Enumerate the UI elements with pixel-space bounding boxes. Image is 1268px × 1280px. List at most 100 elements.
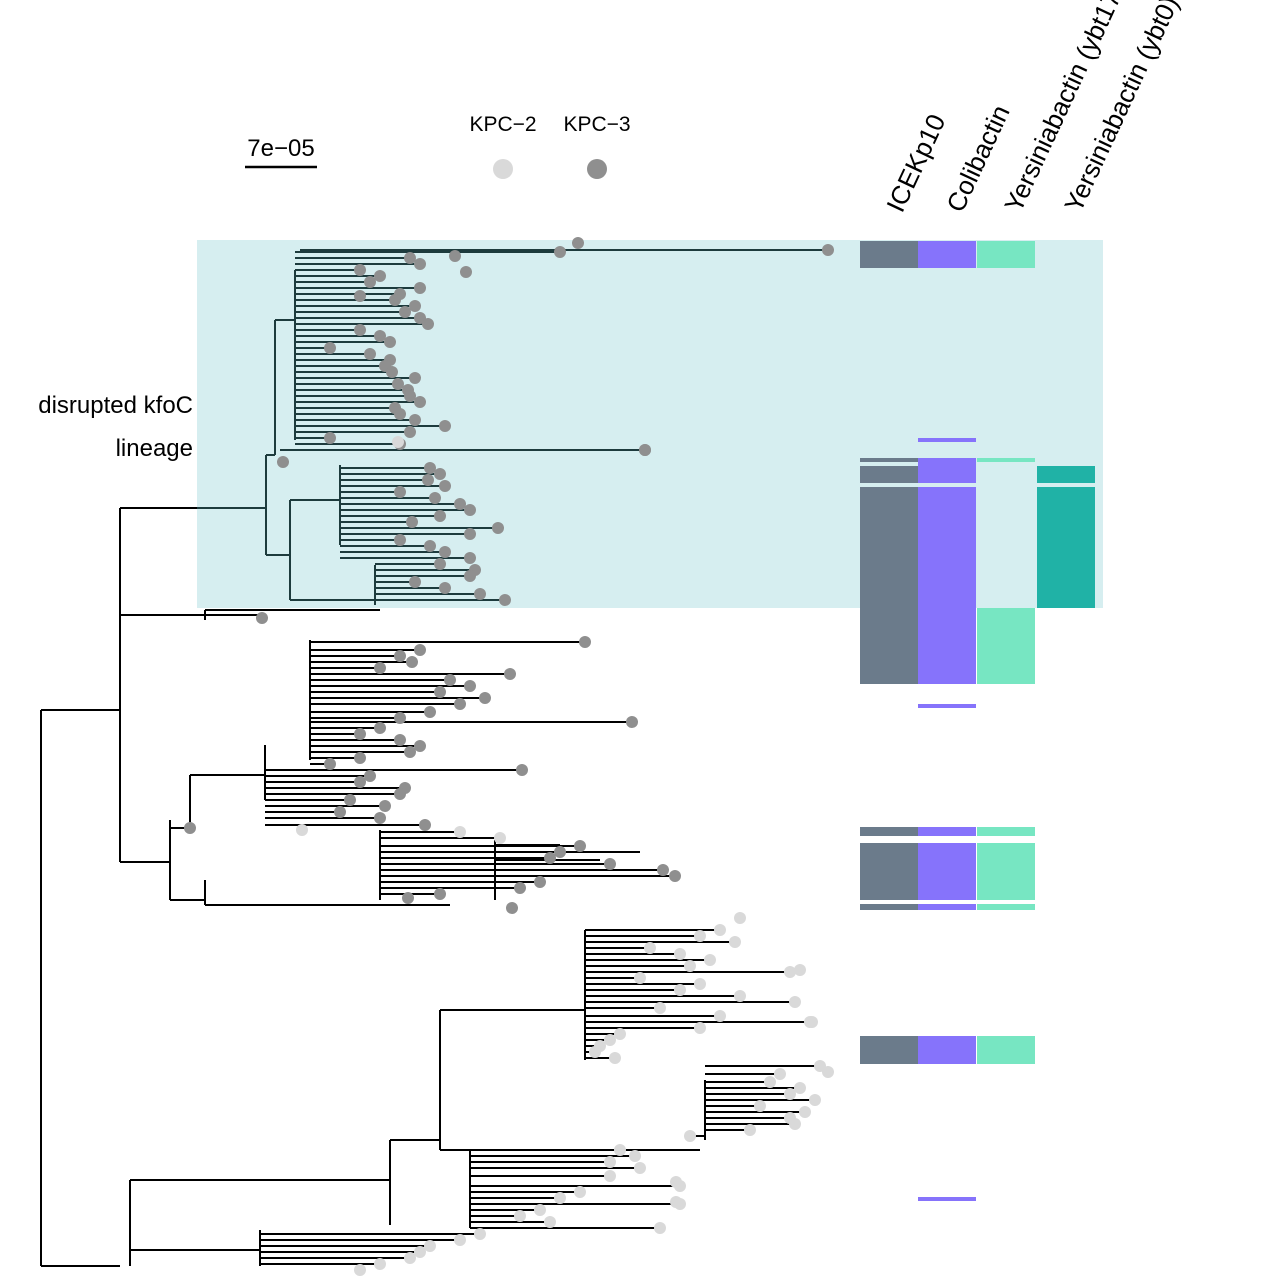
tip-kpc3 — [534, 876, 546, 888]
tip-kpc2 — [714, 924, 726, 936]
tip-kpc3 — [384, 336, 396, 348]
heatmap-cell — [1037, 487, 1095, 608]
tip-kpc3 — [392, 378, 404, 390]
tip-kpc3 — [414, 740, 426, 752]
tip-kpc3 — [406, 516, 418, 528]
tip-kpc3 — [639, 444, 651, 456]
heatmap-cell — [918, 704, 976, 708]
tip-kpc3 — [434, 510, 446, 522]
tip-kpc2 — [392, 436, 404, 448]
tip-kpc2 — [634, 972, 646, 984]
highlight-label-line2: lineage — [116, 435, 193, 462]
tip-kpc2 — [789, 996, 801, 1008]
tip-kpc2 — [670, 1176, 682, 1188]
tip-kpc3 — [419, 819, 431, 831]
tip-kpc3 — [822, 244, 834, 256]
legend-label-kpc3: KPC−3 — [563, 113, 630, 136]
tip-kpc3 — [554, 846, 566, 858]
tip-kpc3 — [374, 330, 386, 342]
tip-kpc3 — [364, 770, 376, 782]
tip-kpc2 — [744, 1124, 756, 1136]
highlight-label: disrupted kfoC lineage — [38, 392, 193, 462]
tip-kpc2 — [734, 990, 746, 1002]
tip-kpc3 — [604, 858, 616, 870]
tip-kpc2 — [454, 826, 466, 838]
tip-kpc2 — [789, 1118, 801, 1130]
tip-kpc2 — [414, 1246, 426, 1258]
tip-kpc3 — [374, 722, 386, 734]
tip-kpc3 — [429, 492, 441, 504]
tip-kpc2 — [654, 1222, 666, 1234]
tip-kpc3 — [464, 504, 476, 516]
heatmap-cell — [860, 466, 918, 483]
tip-kpc3 — [434, 558, 446, 570]
tip-kpc3 — [386, 366, 398, 378]
tip-kpc2 — [604, 1034, 616, 1046]
tip-kpc3 — [516, 764, 528, 776]
tip-kpc2 — [729, 936, 741, 948]
tip-kpc2 — [374, 1258, 386, 1270]
tip-kpc2 — [354, 1264, 366, 1276]
heatmap-cell — [860, 904, 918, 910]
heatmap-cell — [860, 843, 918, 900]
tip-kpc3 — [404, 426, 416, 438]
tip-kpc3 — [626, 716, 638, 728]
tip-kpc3 — [439, 546, 451, 558]
tip-kpc3 — [277, 456, 289, 468]
tip-kpc3 — [374, 270, 386, 282]
tip-kpc2 — [574, 1186, 586, 1198]
heatmap-cell — [977, 843, 1035, 900]
tip-kpc3 — [657, 864, 669, 876]
tip-kpc3 — [492, 522, 504, 534]
tip-kpc3 — [404, 390, 416, 402]
tip-kpc2 — [670, 1196, 682, 1208]
heatmap-cell — [977, 241, 1035, 268]
tip-kpc2 — [806, 1016, 818, 1028]
tip-kpc3 — [404, 252, 416, 264]
tip-kpc3 — [464, 680, 476, 692]
heatmap-cell — [918, 1197, 976, 1201]
tip-kpc3 — [424, 706, 436, 718]
legend-dot-kpc2 — [493, 159, 513, 179]
tip-kpc3 — [394, 486, 406, 498]
heatmap-cell — [1037, 466, 1095, 483]
tip-kpc2 — [514, 1210, 526, 1222]
tip-kpc3 — [439, 420, 451, 432]
tip-kpc2 — [654, 1002, 666, 1014]
heatmap-cell — [918, 827, 976, 836]
tip-kpc3 — [434, 686, 446, 698]
tip-kpc3 — [499, 594, 511, 606]
tip-kpc3 — [354, 728, 366, 740]
tip-kpc3 — [579, 636, 591, 648]
tip-kpc3 — [364, 348, 376, 360]
heatmap-cell — [860, 241, 918, 268]
scale-bar-label: 7e−05 — [247, 135, 314, 162]
tip-kpc2 — [454, 1234, 466, 1246]
tip-kpc3 — [414, 396, 426, 408]
tip-kpc3 — [399, 306, 411, 318]
tip-kpc3 — [454, 698, 466, 710]
tip-kpc3 — [414, 282, 426, 294]
tip-kpc2 — [629, 1150, 641, 1162]
heatmap-cell — [918, 1036, 976, 1064]
tip-kpc2 — [544, 1216, 556, 1228]
tip-kpc3 — [406, 656, 418, 668]
tip-kpc3 — [574, 840, 586, 852]
tip-kpc2 — [644, 942, 656, 954]
tree-branches — [40, 249, 828, 1267]
heatmap-cell — [977, 827, 1035, 836]
tip-kpc3 — [444, 674, 456, 686]
tip-kpc3 — [414, 644, 426, 656]
heatmap-cell — [977, 608, 1035, 684]
heatmap-cell — [918, 843, 976, 900]
heatmap-cell — [860, 487, 918, 684]
tip-kpc2 — [764, 1076, 776, 1088]
tip-markers — [184, 237, 834, 1276]
tip-kpc3 — [389, 294, 401, 306]
tip-kpc3 — [464, 552, 476, 564]
tip-kpc3 — [506, 902, 518, 914]
tip-kpc3 — [409, 414, 421, 426]
tip-kpc3 — [402, 892, 414, 904]
tip-kpc3 — [460, 266, 472, 278]
tip-kpc3 — [394, 534, 406, 546]
